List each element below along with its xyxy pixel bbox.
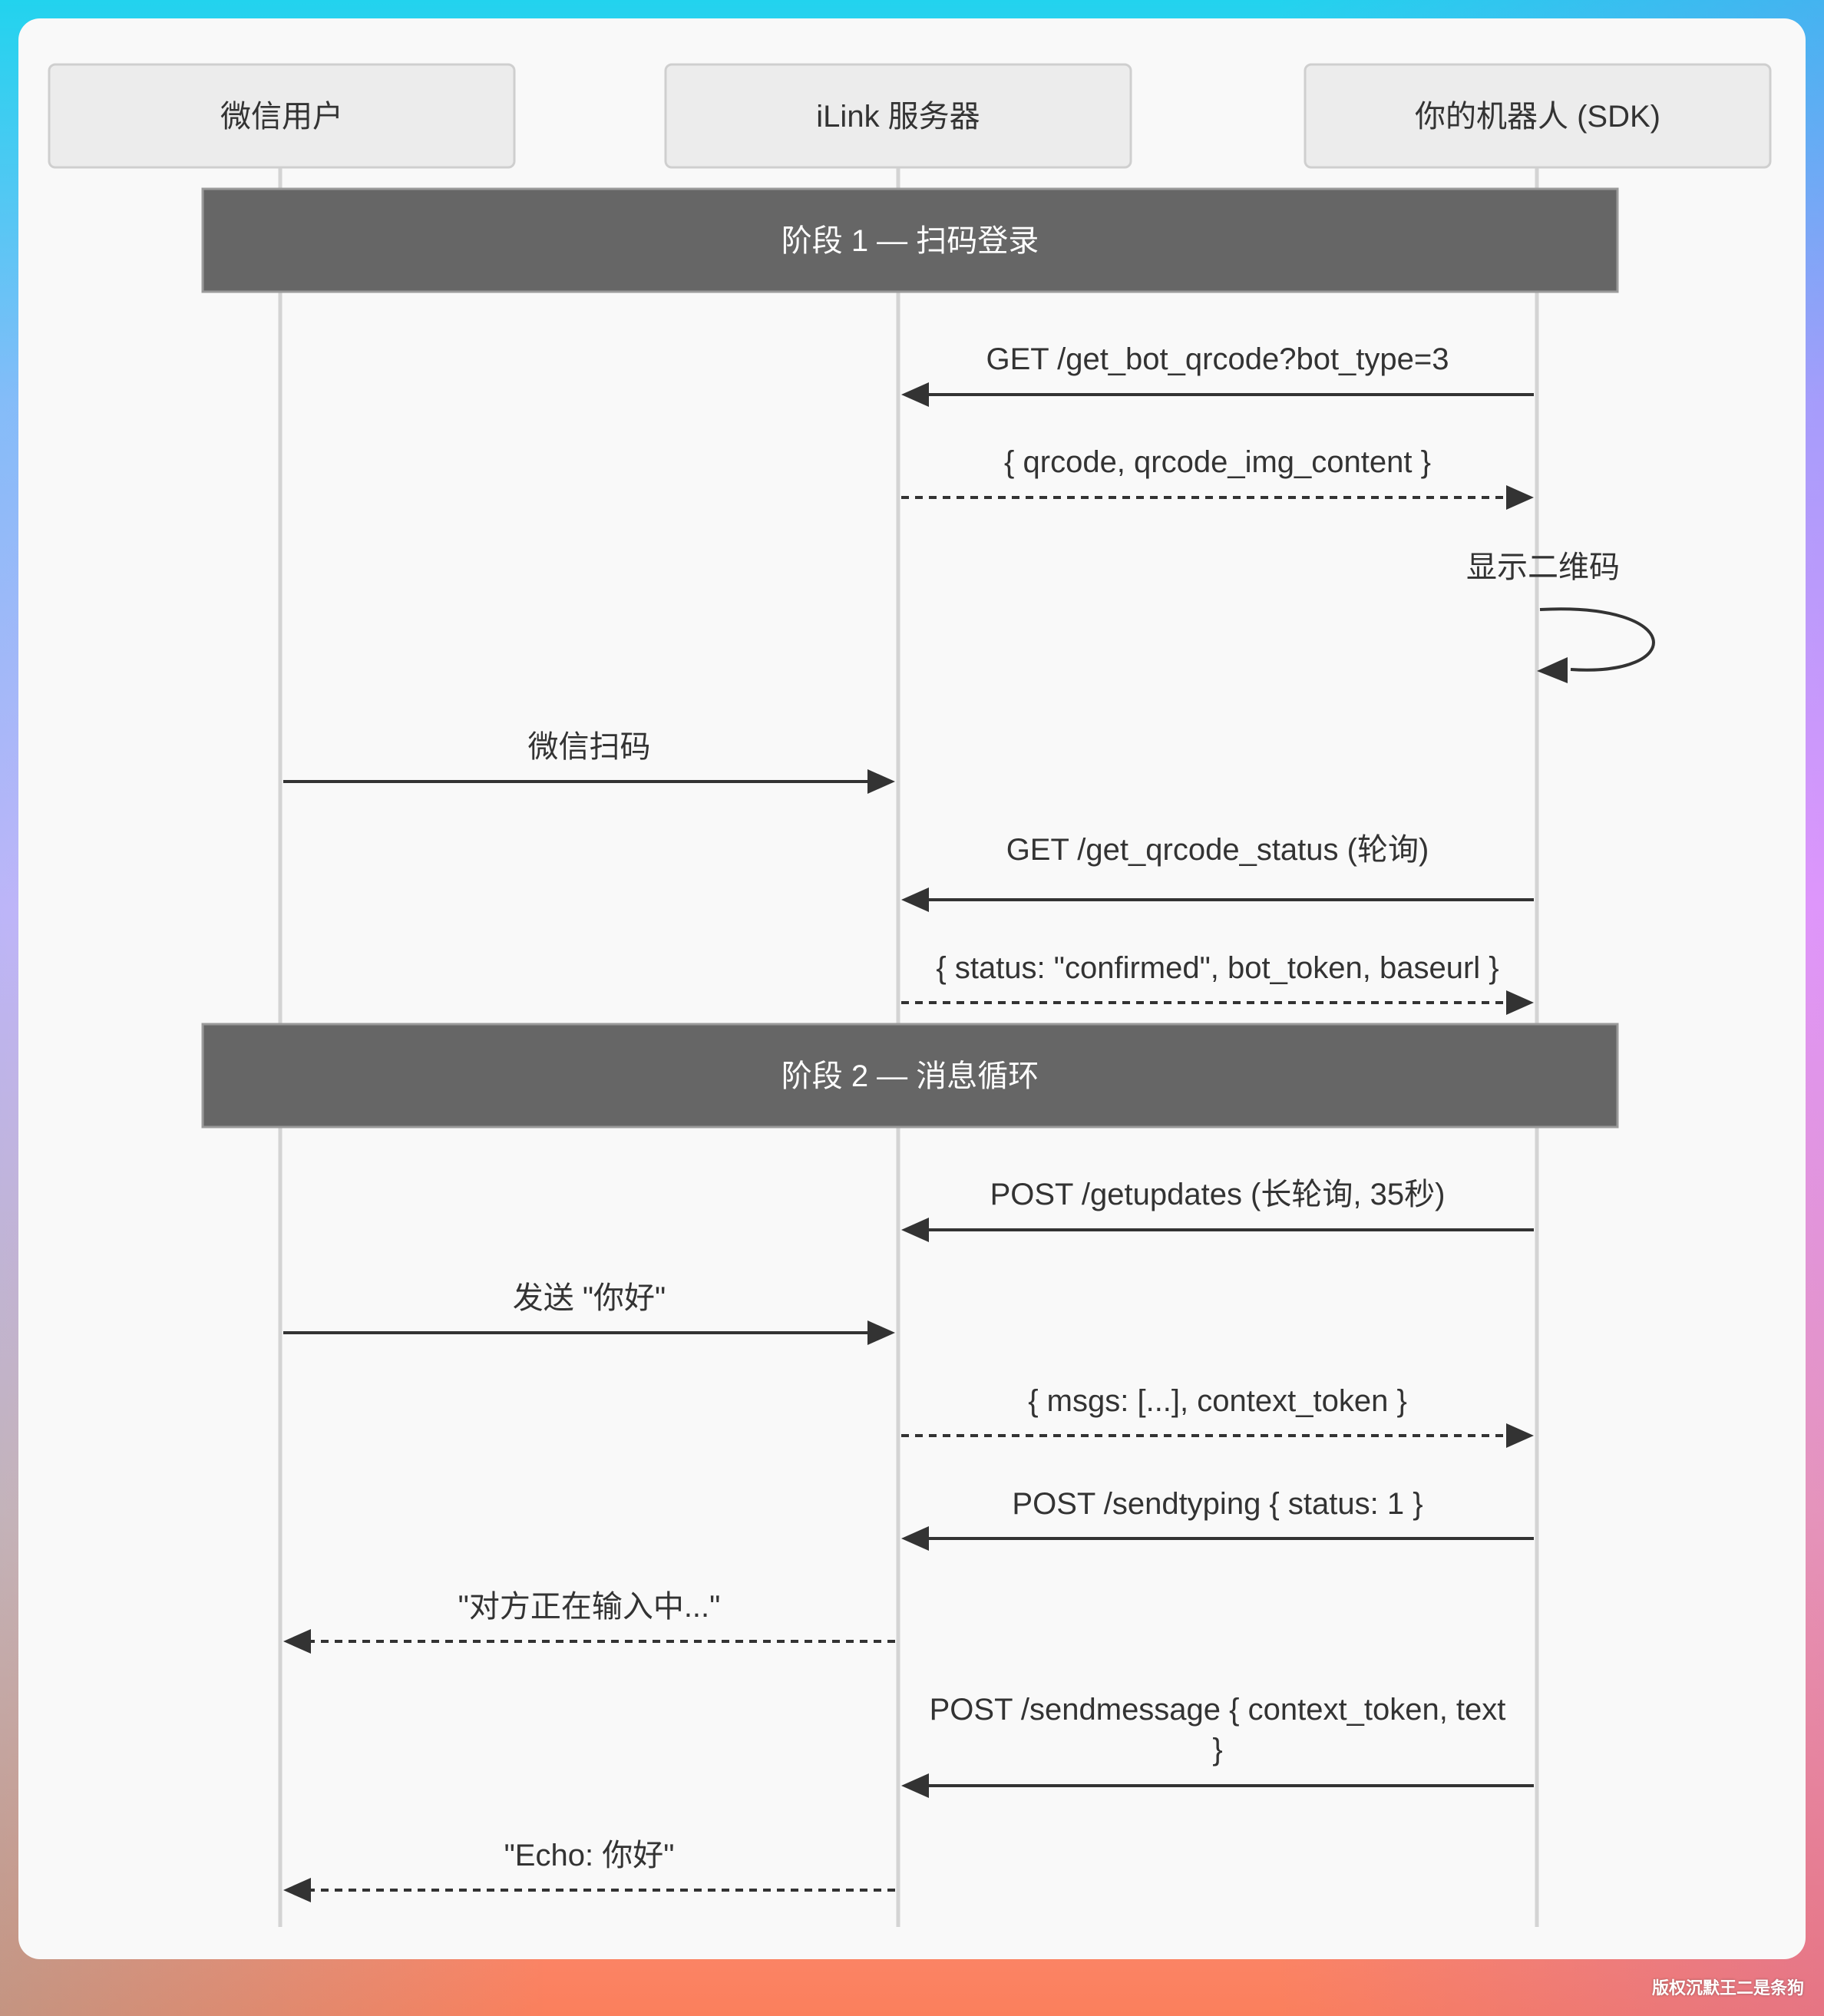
arrowhead bbox=[867, 769, 895, 794]
message-label: POST /getupdates (长轮询, 35秒) bbox=[990, 1178, 1446, 1211]
message-1: GET /get_bot_qrcode?bot_type=3 bbox=[901, 342, 1534, 407]
message-label: { qrcode, qrcode_img_content } bbox=[1004, 445, 1431, 479]
participant-label: iLink 服务器 bbox=[816, 100, 980, 134]
phase-label: 阶段 2 — 消息循环 bbox=[781, 1059, 1039, 1093]
message-label: POST /sendtyping { status: 1 } bbox=[1012, 1487, 1423, 1521]
message-2: { qrcode, qrcode_img_content } bbox=[901, 445, 1534, 510]
participant-label: 你的机器人 (SDK) bbox=[1415, 100, 1660, 134]
arrowhead bbox=[867, 1320, 895, 1345]
message-label: 发送 "你好" bbox=[513, 1281, 666, 1315]
participant-box-0: 微信用户 bbox=[48, 63, 516, 169]
message-4: 微信扫码 bbox=[283, 730, 895, 794]
message-13: "Echo: 你好" bbox=[283, 1839, 895, 1902]
message-6: { status: "confirmed", bot_token, baseur… bbox=[901, 951, 1534, 1015]
message-7: POST /getupdates (长轮询, 35秒) bbox=[901, 1178, 1534, 1242]
message-11: "对方正在输入中..." bbox=[283, 1590, 895, 1654]
participant-label: 微信用户 bbox=[220, 100, 343, 134]
message-label: { status: "confirmed", bot_token, baseur… bbox=[936, 951, 1499, 985]
arrowhead bbox=[283, 1878, 311, 1902]
arrowhead bbox=[1506, 1423, 1534, 1448]
message-label: POST /sendmessage { context_token, text} bbox=[930, 1693, 1506, 1766]
message-label: "对方正在输入中..." bbox=[458, 1590, 721, 1624]
message-10: POST /sendtyping { status: 1 } bbox=[901, 1487, 1534, 1551]
message-5: GET /get_qrcode_status (轮询) bbox=[901, 833, 1534, 912]
message-label: GET /get_qrcode_status (轮询) bbox=[1006, 833, 1429, 867]
arrowhead bbox=[1537, 657, 1568, 683]
message-8: 发送 "你好" bbox=[283, 1281, 895, 1345]
participant-box-1: iLink 服务器 bbox=[664, 63, 1132, 169]
arrowhead bbox=[283, 1629, 311, 1654]
message-label: 微信扫码 bbox=[528, 730, 651, 764]
message-label: GET /get_bot_qrcode?bot_type=3 bbox=[986, 342, 1449, 376]
arrowhead bbox=[1506, 990, 1534, 1015]
phase-label: 阶段 1 — 扫码登录 bbox=[781, 224, 1039, 258]
message-label: "Echo: 你好" bbox=[504, 1839, 675, 1872]
diagram-card: 微信用户 iLink 服务器 你的机器人 (SDK) 阶段 1 — 扫码登录阶段 2… bbox=[18, 18, 1806, 1959]
watermark: 版权沉默王二是条狗 bbox=[1651, 1979, 1804, 1998]
message-12: POST /sendmessage { context_token, text} bbox=[901, 1693, 1534, 1798]
arrowhead bbox=[901, 1526, 929, 1551]
phase-band-1: 阶段 1 — 扫码登录 bbox=[201, 187, 1619, 293]
phase-band-2: 阶段 2 — 消息循环 bbox=[201, 1023, 1619, 1129]
arrowhead bbox=[901, 1773, 929, 1798]
message-label: 显示二维码 bbox=[1466, 550, 1620, 584]
arrowhead bbox=[901, 1218, 929, 1242]
participant-box-2: 你的机器人 (SDK) bbox=[1304, 63, 1772, 169]
message-label: { msgs: [...], context_token } bbox=[1028, 1384, 1407, 1418]
message-9: { msgs: [...], context_token } bbox=[901, 1384, 1534, 1448]
arrowhead bbox=[901, 887, 929, 912]
message-3: 显示二维码 bbox=[1466, 550, 1655, 683]
arrowhead bbox=[901, 382, 929, 407]
self-loop-arrow bbox=[1539, 607, 1655, 672]
arrowhead bbox=[1506, 485, 1534, 510]
